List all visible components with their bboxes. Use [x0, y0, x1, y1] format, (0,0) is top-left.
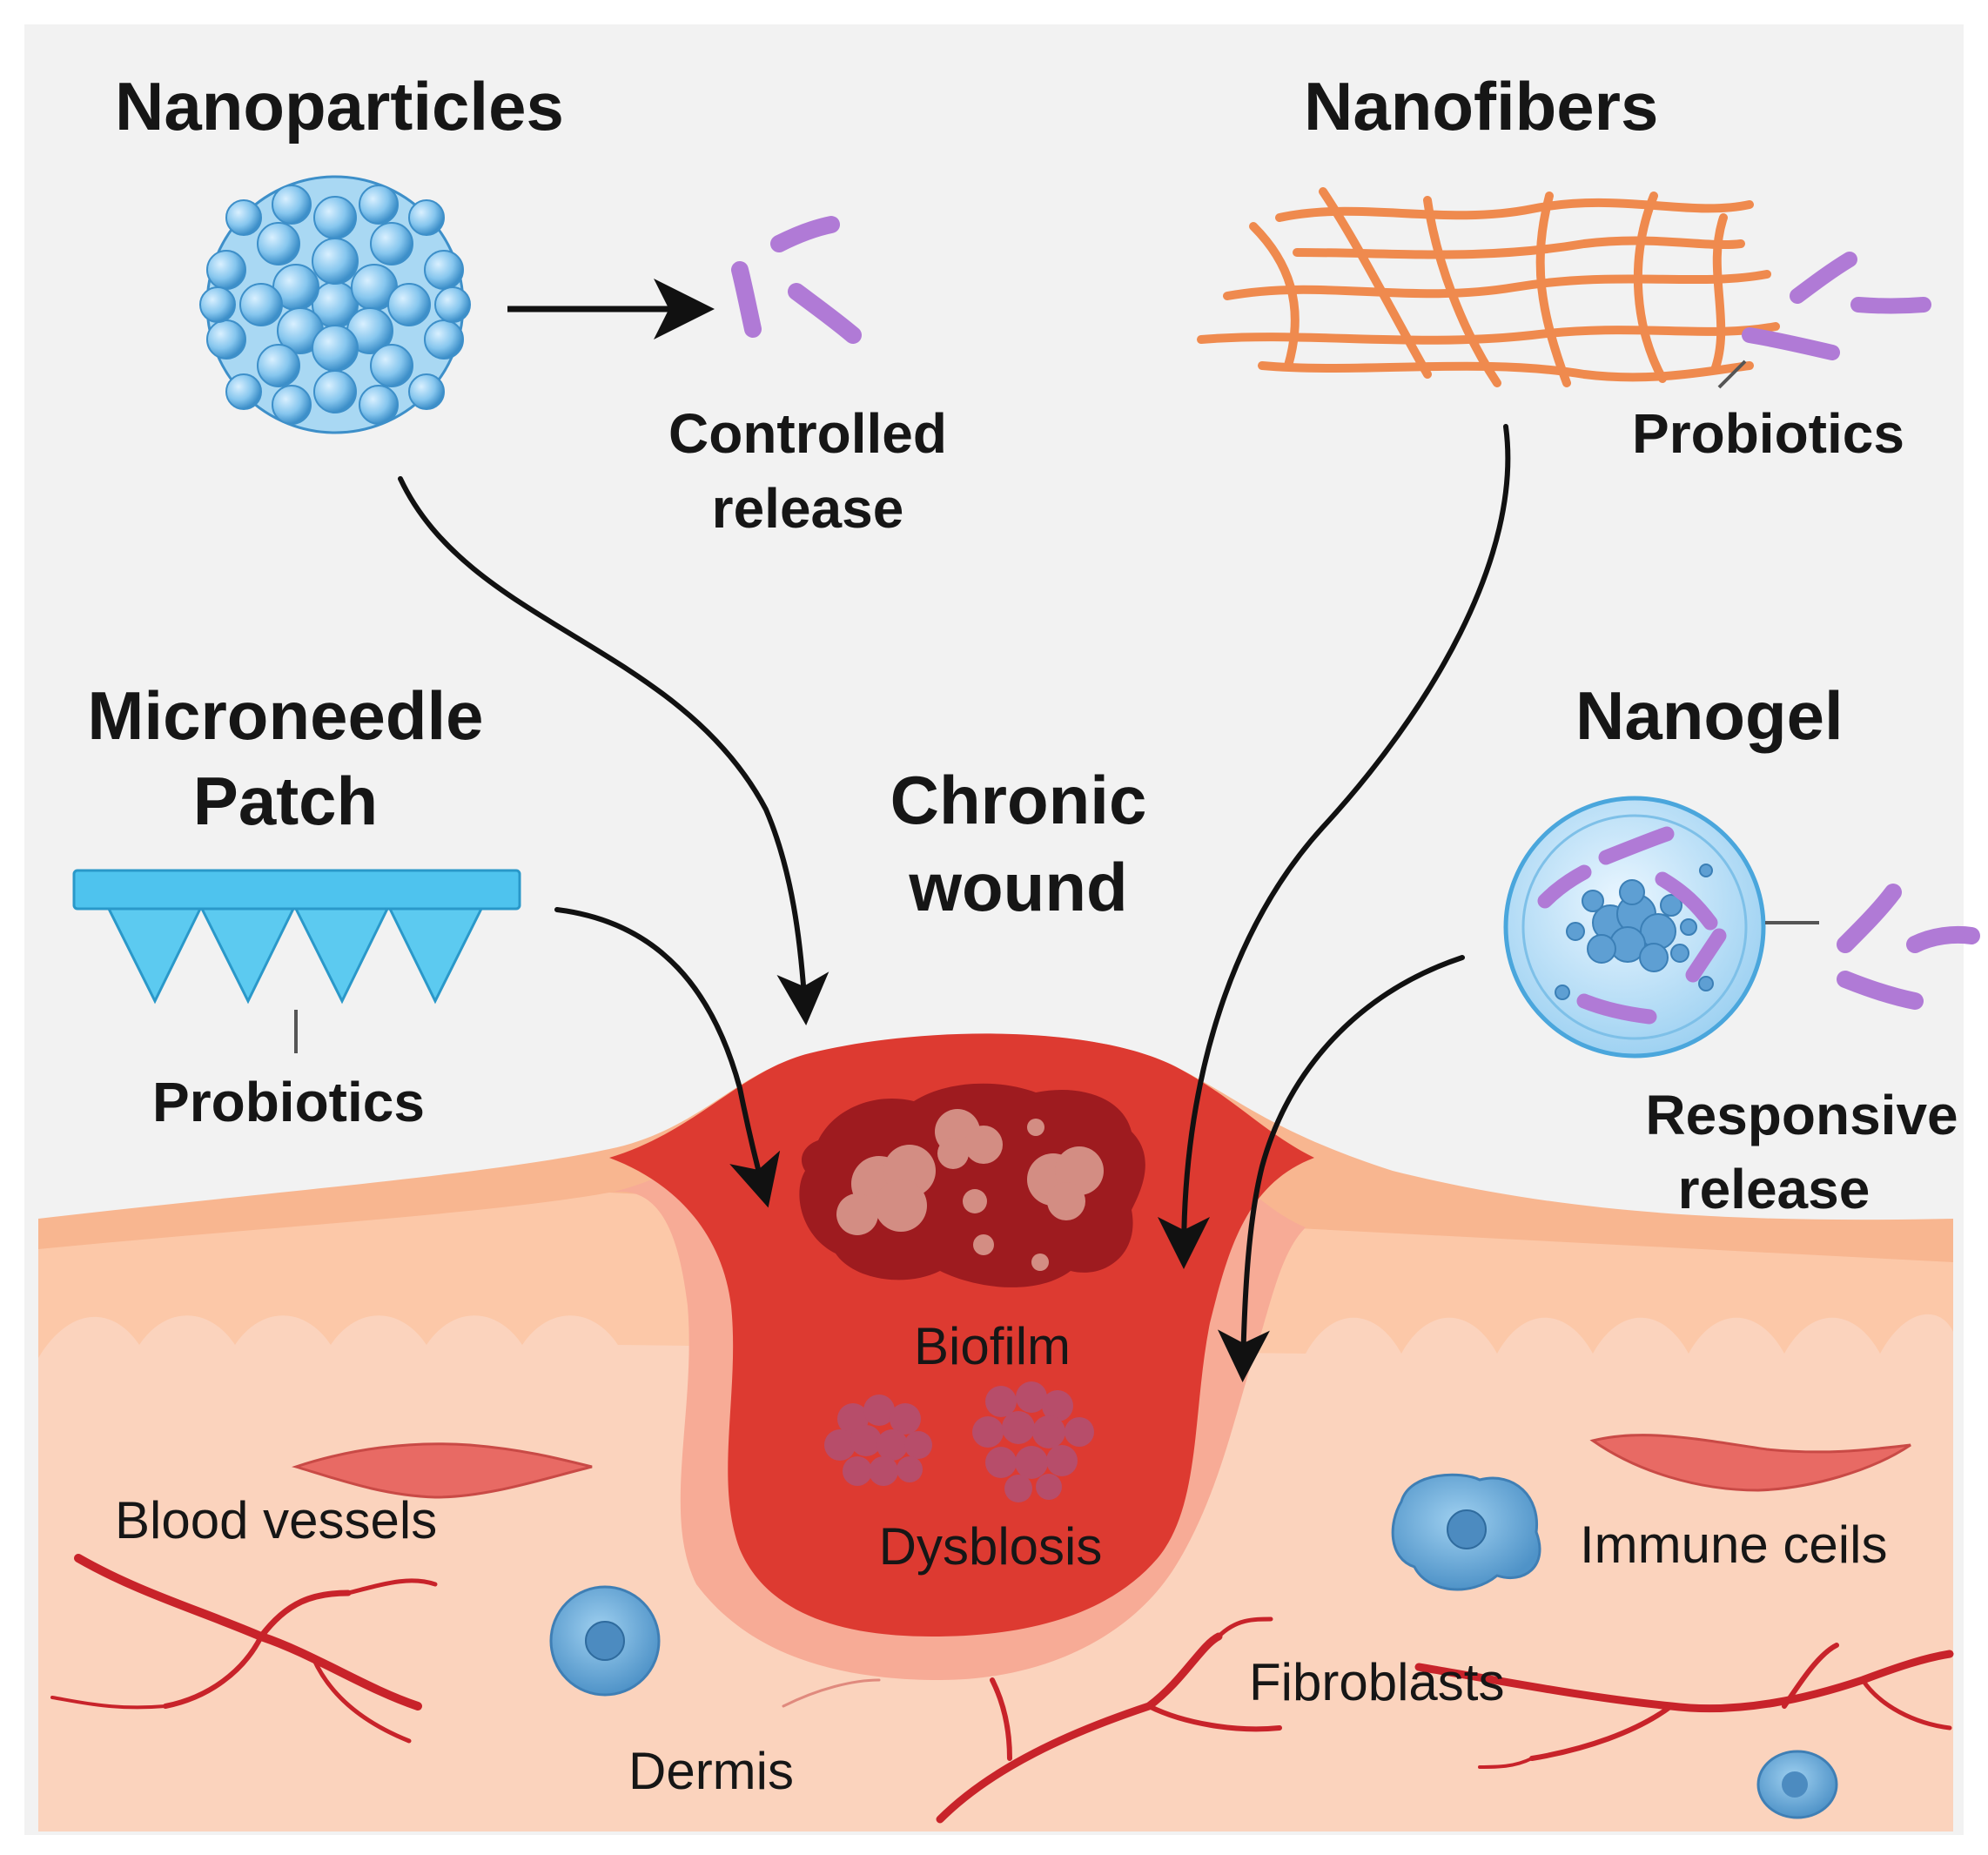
fibroblast-right	[1589, 1434, 1911, 1492]
biofilm-label: Biofilm	[913, 1317, 1071, 1375]
blood-vessels	[50, 1554, 1954, 1824]
biofilm-clusters	[836, 1109, 1104, 1271]
nanogel	[1503, 796, 1819, 1059]
immune-cells-label: Immune ceils	[1580, 1516, 1888, 1574]
probiotics-nanofibers	[1742, 252, 1931, 360]
responsive-release-label-line2: release	[1677, 1158, 1870, 1220]
probiotics-microneedle-label: Probiotics	[152, 1071, 425, 1133]
dysbiosis-label: Dysblosis	[878, 1517, 1103, 1576]
nanoparticle-cluster	[199, 175, 471, 434]
nanogel-title: Nanogel	[1575, 677, 1844, 754]
probiotics-nanogel	[1837, 884, 1980, 1010]
biofilm-dark-patch	[799, 1083, 1145, 1287]
arrow-nanofibers-to-wound	[1158, 424, 1511, 1269]
arrow-microneedle-to-wound	[554, 907, 781, 1208]
arrow-nanogel-to-wound	[1217, 955, 1465, 1382]
microneedle-backing	[72, 869, 521, 911]
dermis-label: Dermis	[628, 1742, 794, 1800]
controlled-release-label-line2: release	[711, 477, 904, 540]
probiotics-nanoparticles	[731, 216, 862, 344]
arrow-nanoparticles-to-wound	[398, 476, 829, 1025]
responsive-release-label-line1: Responsive	[1645, 1084, 1958, 1146]
fibroblasts	[292, 1434, 1911, 1499]
probiotics-nanofibers-label: Probiotics	[1632, 402, 1904, 465]
chronic-wound	[609, 1033, 1314, 1680]
blood-vessels-label: Blood vessels	[115, 1491, 438, 1549]
nanofiber-mesh	[1197, 187, 1780, 387]
microneedle-patch-title-line1: Microneedle	[87, 677, 484, 754]
chronic-wound-title-line1: Chronic	[890, 762, 1147, 838]
microneedle-patch	[72, 869, 521, 1053]
nanofibers-title: Nanofibers	[1304, 68, 1659, 145]
immune-cells	[549, 1473, 1838, 1819]
nanoparticles-title: Nanoparticles	[115, 68, 564, 145]
probiotics-nanofibers-pointer	[1717, 360, 1747, 389]
chronic-wound-title-line2: wound	[909, 849, 1128, 925]
controlled-release-label-line1: Controlled	[668, 402, 947, 465]
microneedle-patch-title-line2: Patch	[192, 763, 379, 839]
fibroblasts-label: Fibroblasts	[1249, 1653, 1505, 1711]
fibroblast-left	[292, 1442, 593, 1499]
dysbiosis-clusters	[824, 1381, 1094, 1502]
delivery-arrows	[398, 424, 1511, 1382]
